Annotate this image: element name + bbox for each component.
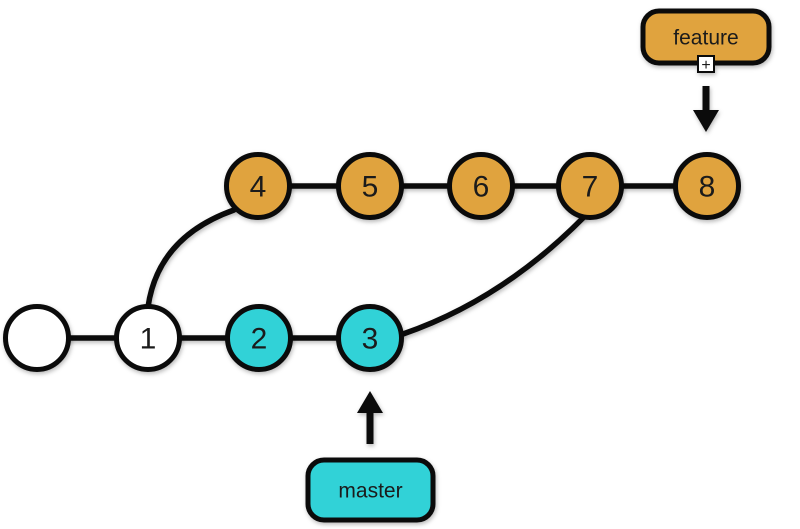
branch-curve-commit1-commit4	[145, 207, 237, 310]
master-label-text: master	[338, 479, 402, 502]
commit-circle-7	[556, 152, 624, 220]
commit-node-root	[3, 304, 71, 372]
commit-circle-6	[447, 152, 515, 220]
commit-node-7: 7	[556, 152, 624, 220]
commit-node-2: 2	[225, 304, 293, 372]
commit-circle-4	[224, 152, 292, 220]
commit-circle-5	[336, 152, 404, 220]
commit-label-5: 5	[362, 171, 379, 204]
plus-icon: +	[701, 57, 710, 74]
commit-circle-1	[114, 304, 182, 372]
commit-label-6: 6	[473, 171, 490, 204]
commit-nodes-layer: 1 2 3 4 5 6 7	[3, 152, 741, 372]
master-branch-pointer: master	[305, 391, 436, 523]
commit-node-8: 8	[673, 152, 741, 220]
commit-node-4: 4	[224, 152, 292, 220]
feature-branch-pointer: feature +	[640, 8, 772, 132]
branch-curve-commit3-commit7	[400, 214, 587, 337]
commit-circle-root	[3, 304, 71, 372]
commit-node-3: 3	[336, 304, 404, 372]
commit-circle-2	[225, 304, 293, 372]
expand-plus-box	[697, 55, 715, 73]
feature-label-text: feature	[673, 26, 738, 49]
commit-label-1: 1	[140, 323, 157, 356]
commit-label-8: 8	[699, 171, 716, 204]
commit-circle-3	[336, 304, 404, 372]
master-label-box	[305, 457, 436, 523]
commit-label-2: 2	[251, 323, 268, 356]
feature-arrow-head	[693, 110, 719, 132]
commit-node-5: 5	[336, 152, 404, 220]
master-arrow-up	[357, 391, 383, 444]
commit-node-6: 6	[447, 152, 515, 220]
commit-label-7: 7	[582, 171, 599, 204]
feature-arrow-down	[693, 86, 719, 132]
commit-circle-8	[673, 152, 741, 220]
commit-label-3: 3	[362, 323, 379, 356]
master-arrow-head	[357, 391, 383, 413]
commit-node-1: 1	[114, 304, 182, 372]
commit-label-4: 4	[250, 171, 267, 204]
